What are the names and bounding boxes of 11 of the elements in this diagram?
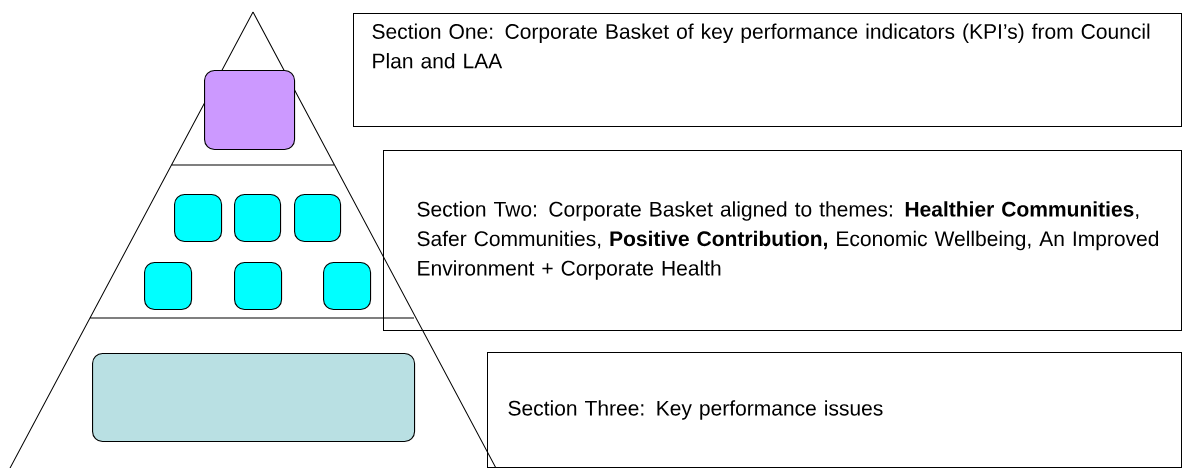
rounded-box — [234, 194, 282, 243]
rounded-box — [92, 353, 416, 443]
text-box: Section Two: Corporate Basket aligned to themes: Healthier Communities, Safer Communities, Positive Contribution, Economic Wellbeing, An Improved Environment + Corporate Health — [383, 150, 1182, 331]
text-box: Section One: Corporate Basket of key performance indicators (KPI’s) from Council Plan and LAA — [353, 13, 1182, 127]
rounded-box — [144, 262, 193, 311]
rounded-box — [323, 262, 372, 311]
rounded-box — [234, 262, 283, 311]
rounded-box — [294, 194, 342, 243]
rounded-box — [204, 70, 296, 151]
text-box: Section Three: Key performance issues — [487, 352, 1182, 468]
rounded-box — [174, 194, 223, 243]
